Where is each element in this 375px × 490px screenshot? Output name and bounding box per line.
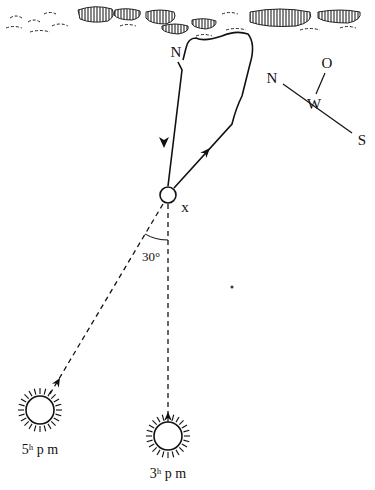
time-label: 3ʰ p m	[150, 467, 186, 481]
start-point-circle	[160, 187, 176, 203]
compass-label: W	[307, 97, 321, 112]
compass-label: O	[322, 56, 333, 71]
vegetation	[6, 7, 360, 36]
speck	[231, 286, 234, 289]
compass-label: S	[358, 133, 366, 148]
angle-label: 30°	[142, 250, 160, 263]
arrowhead	[200, 145, 213, 158]
compass-label: N	[267, 71, 278, 86]
angle-arc	[145, 234, 168, 240]
point-label: x	[181, 200, 189, 215]
time-label: 5ʰ p m	[22, 443, 58, 457]
compass	[283, 73, 352, 133]
arrowhead	[159, 137, 169, 148]
suns	[18, 388, 190, 458]
sun-directions	[50, 204, 168, 422]
sun-symbol	[146, 414, 190, 458]
sun-symbol	[18, 388, 62, 432]
arrowhead	[52, 376, 63, 388]
nest-label: N	[171, 45, 182, 60]
ant-paths	[168, 32, 253, 188]
arrowhead	[164, 412, 172, 421]
